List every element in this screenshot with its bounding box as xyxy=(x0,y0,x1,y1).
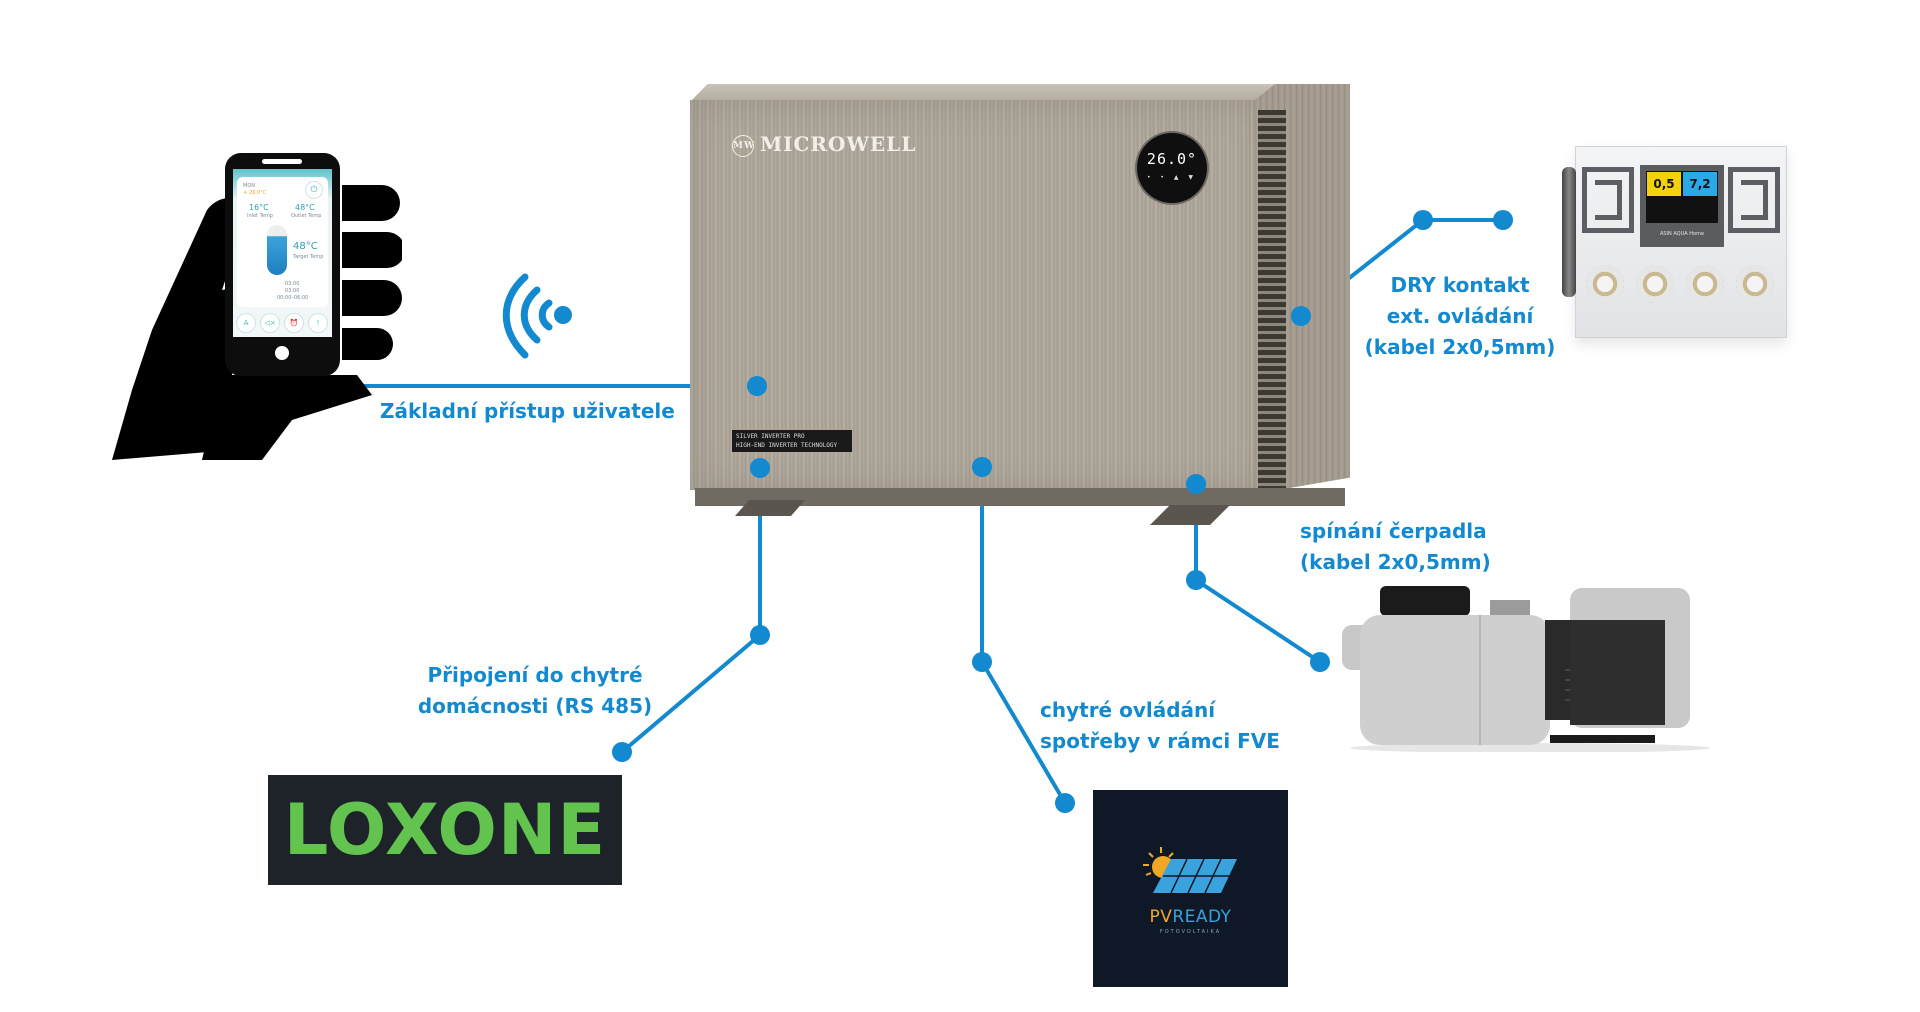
hand-icon xyxy=(112,185,402,460)
heat-pump-top xyxy=(690,84,1275,102)
app-timer-on: 03:00 xyxy=(285,281,300,287)
brand-badge-icon: MW xyxy=(732,134,754,157)
heat-pump-foot-left xyxy=(735,500,805,516)
pvready-logo: PVREADY FOTOVOLTAIKA xyxy=(1093,790,1288,987)
connector-dot xyxy=(612,742,632,762)
connector-dot xyxy=(972,652,992,672)
label-rs485: Připojení do chytré domácnosti (RS 485) xyxy=(405,660,665,722)
meander-decoration xyxy=(1728,167,1780,233)
controller-screen: 0,5 7,2 xyxy=(1646,171,1718,223)
dosing-pump-icon xyxy=(1636,265,1674,303)
wifi-signal-icon xyxy=(502,273,572,359)
app-day: MON xyxy=(243,183,255,189)
display-buttons[interactable]: • • ▲ ▼ xyxy=(1146,174,1198,181)
app-auto-button[interactable]: A xyxy=(236,313,256,333)
app-ambient-temp: ☀ 26.0°C xyxy=(243,190,267,196)
meander-decoration xyxy=(1582,167,1634,233)
connector-dot xyxy=(1055,793,1075,813)
display-temperature: 26.0° xyxy=(1146,150,1198,168)
connector-dot xyxy=(1493,210,1513,230)
phone-app-screen[interactable]: MON ☀ 26.0°C ⏻ 16°C Inlet Temp 48°C Outl… xyxy=(233,169,332,337)
label-rs485-line-2: domácnosti (RS 485) xyxy=(417,694,653,718)
dosing-pump-icon xyxy=(1586,265,1624,303)
app-target-temp: 48°C xyxy=(293,241,318,252)
label-rs485-line-1: Připojení do chytré xyxy=(427,663,643,687)
label-dry-line-1: DRY kontakt xyxy=(1390,273,1530,297)
app-timer-off: 03:00 xyxy=(285,288,300,294)
model-line-1: SILVER INVERTER PRO xyxy=(736,433,805,440)
label-pump: spínání čerpadla (kabel 2x0,5mm) xyxy=(1300,516,1491,578)
chlorine-value: 0,5 xyxy=(1647,172,1681,196)
label-app-access: Základní přístup uživatele xyxy=(380,399,675,423)
app-info-button[interactable]: ! xyxy=(308,313,328,333)
app-outlet-label: Outlet Temp xyxy=(291,213,322,219)
label-fve-line-1: chytré ovládání xyxy=(1040,698,1216,722)
connector-dot xyxy=(750,625,770,645)
app-mute-button[interactable]: ◁× xyxy=(260,313,280,333)
label-pump-line-1: spínání čerpadla xyxy=(1300,519,1487,543)
controller-panel: 0,5 7,2 ASIN AQUA Home xyxy=(1640,165,1724,247)
dosing-pump-icon xyxy=(1736,265,1774,303)
app-inlet-label: Inlet Temp xyxy=(247,213,273,219)
label-dry-contact: DRY kontakt ext. ovládání (kabel 2x0,5mm… xyxy=(1355,270,1565,363)
ph-value: 7,2 xyxy=(1683,172,1717,196)
smartphone[interactable]: MON ☀ 26.0°C ⏻ 16°C Inlet Temp 48°C Outl… xyxy=(225,153,340,376)
water-chemistry-controller: 0,5 7,2 ASIN AQUA Home xyxy=(1562,146,1787,338)
pvready-subtitle: FOTOVOLTAIKA xyxy=(1159,929,1222,935)
loxone-logo: LOXONE xyxy=(268,775,622,885)
label-dry-line-2: ext. ovládání xyxy=(1386,304,1534,328)
app-target-gauge[interactable] xyxy=(267,225,287,275)
probe-icon xyxy=(1562,167,1576,297)
phone-home-button[interactable] xyxy=(275,346,289,360)
ready-text: READY xyxy=(1172,907,1232,927)
label-fve-line-2: spotřeby v rámci FVE xyxy=(1040,729,1280,753)
heat-pump-brand-logo: MW MICROWELL xyxy=(732,132,916,157)
app-timer-button[interactable]: ⏰ xyxy=(284,313,304,333)
heat-pump-foot-right xyxy=(1150,505,1230,525)
solar-panel-icon xyxy=(1143,847,1237,894)
pool-pump-image xyxy=(1342,586,1710,752)
label-pump-line-2: (kabel 2x0,5mm) xyxy=(1300,550,1491,574)
app-outlet-temp: 48°C xyxy=(295,203,315,212)
connector-dot xyxy=(1310,652,1330,672)
label-dry-line-3: (kabel 2x0,5mm) xyxy=(1364,335,1556,359)
label-fve: chytré ovládání spotřeby v rámci FVE xyxy=(1040,695,1280,757)
dosing-pump-icon xyxy=(1686,265,1724,303)
controller-name: ASIN AQUA Home xyxy=(1659,231,1705,237)
heat-pump-vent-grille xyxy=(1258,110,1286,490)
phone-speaker xyxy=(262,159,302,164)
model-line-2: HIGH-END INVERTER TECHNOLOGY xyxy=(736,442,838,449)
connector-dot xyxy=(1413,210,1433,230)
app-target-label: Target Temp xyxy=(293,254,324,260)
pvready-wordmark: PVREADY xyxy=(1093,907,1288,927)
power-icon[interactable]: ⏻ xyxy=(305,181,323,199)
app-status-card: MON ☀ 26.0°C ⏻ 16°C Inlet Temp 48°C Outl… xyxy=(237,177,328,307)
heat-pump-model-label: SILVER INVERTER PRO HIGH-END INVERTER TE… xyxy=(732,430,852,452)
pv-text: PV xyxy=(1149,907,1173,927)
heat-pump-control-display[interactable]: 26.0° • • ▲ ▼ xyxy=(1137,133,1207,203)
app-silent-range: 00:00–06:00 xyxy=(277,295,309,301)
connector-dot xyxy=(1186,570,1206,590)
brand-name: MICROWELL xyxy=(760,132,917,156)
heat-pump-base xyxy=(695,488,1345,506)
app-inlet-temp: 16°C xyxy=(249,203,269,212)
